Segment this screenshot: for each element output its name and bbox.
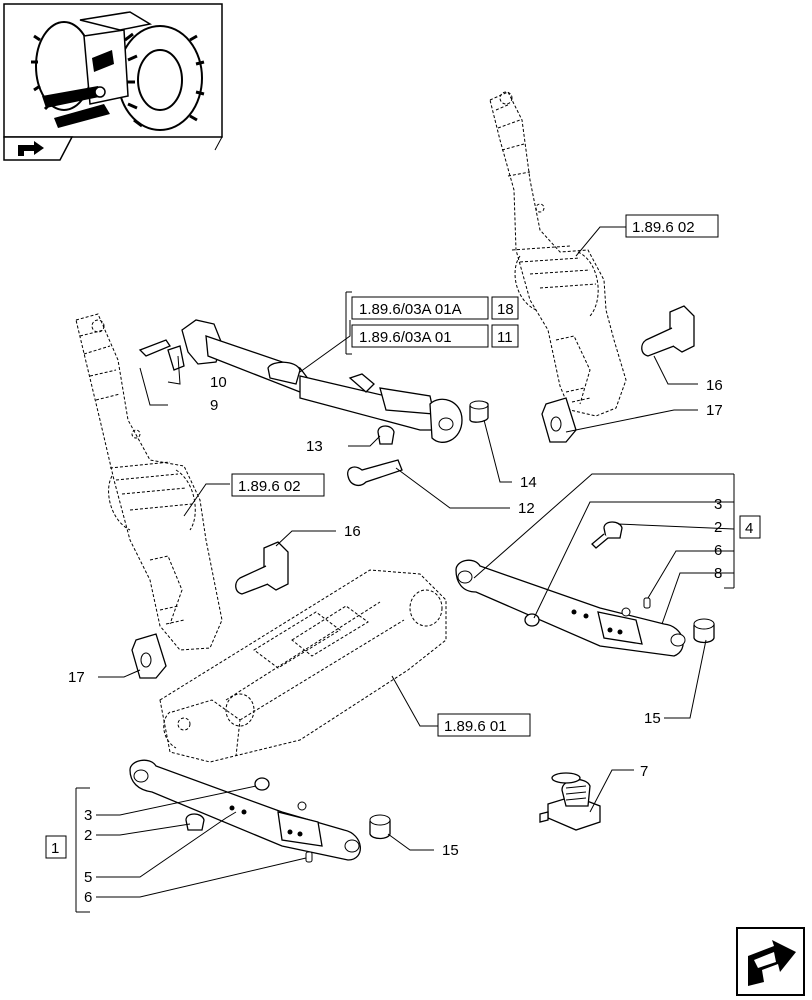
label-6-right: 6 xyxy=(714,542,722,559)
bolt-2-right xyxy=(591,521,623,549)
ref-group-4[interactable]: 4 xyxy=(739,515,761,539)
lift-rod-top-right xyxy=(489,91,627,417)
pin-16-left xyxy=(235,541,289,595)
bushing-15-right xyxy=(693,618,715,644)
label-10: 10 xyxy=(210,374,227,391)
spring-pin-7 xyxy=(539,772,601,831)
label-15-lower: 15 xyxy=(442,842,459,859)
svg-text:1.89.6 02: 1.89.6 02 xyxy=(238,478,301,495)
label-13: 13 xyxy=(306,438,323,455)
ref-1-89-6-01[interactable]: 1.89.6 01 xyxy=(437,713,531,737)
part-labels: 16 17 10 9 13 14 12 16 17 3 2 6 8 15 3 2… xyxy=(68,374,723,906)
label-16-top-right: 16 xyxy=(706,377,723,394)
label-15-right: 15 xyxy=(644,710,661,727)
ref-1-89-6-02-left[interactable]: 1.89.6 02 xyxy=(231,473,325,497)
next-page-arrow-icon xyxy=(748,940,796,986)
view-indicator xyxy=(3,136,74,161)
pin-6-lower xyxy=(305,851,313,863)
ref-1-89-6-02-top[interactable]: 1.89.6 02 xyxy=(625,214,719,238)
ref-1-89-6-03A-01[interactable]: 1.89.6/03A 01 xyxy=(351,324,489,348)
svg-text:1: 1 xyxy=(51,840,59,857)
ref-18[interactable]: 18 xyxy=(491,296,519,320)
nut-17-top-right xyxy=(541,397,577,443)
label-3-lower: 3 xyxy=(84,807,92,824)
ref-group-1[interactable]: 1 xyxy=(45,835,67,859)
label-2-right: 2 xyxy=(714,519,722,536)
view-arrow-icon xyxy=(18,141,44,156)
label-7: 7 xyxy=(640,763,648,780)
label-3-right: 3 xyxy=(714,496,722,513)
label-5-lower: 5 xyxy=(84,869,92,886)
ref-1-89-6-03A-01A[interactable]: 1.89.6/03A 01A xyxy=(351,296,489,320)
pin-16-top-right xyxy=(641,305,695,357)
label-17-top-right: 17 xyxy=(706,402,723,419)
svg-text:1.89.6 01: 1.89.6 01 xyxy=(444,718,507,735)
top-link-assembly xyxy=(138,319,463,443)
label-17-left: 17 xyxy=(68,669,85,686)
bushing-15-lower xyxy=(369,814,391,840)
next-page-button[interactable] xyxy=(736,927,805,996)
lower-arm-right xyxy=(455,559,686,657)
label-16-left: 16 xyxy=(344,523,361,540)
svg-text:1.89.6/03A 01: 1.89.6/03A 01 xyxy=(359,329,452,346)
bushing-3-right xyxy=(524,613,540,627)
label-9: 9 xyxy=(210,397,218,414)
label-2-lower: 2 xyxy=(84,827,92,844)
label-8-right: 8 xyxy=(714,565,722,582)
tractor-rear-hitch-thumbnail-icon xyxy=(31,11,205,131)
pin-6-right xyxy=(643,597,651,609)
rear-housing xyxy=(159,569,447,763)
bolt-2-lower xyxy=(185,813,205,831)
nut-17-left xyxy=(131,633,167,679)
label-6-lower: 6 xyxy=(84,889,92,906)
label-12: 12 xyxy=(518,500,535,517)
lift-rod-left xyxy=(75,313,223,651)
clip-13 xyxy=(377,425,395,445)
bushing-3-lower xyxy=(254,777,270,791)
svg-text:18: 18 xyxy=(497,301,514,318)
svg-text:11: 11 xyxy=(497,329,513,346)
label-14: 14 xyxy=(520,474,537,491)
svg-text:4: 4 xyxy=(745,520,753,537)
svg-text:1.89.6/03A 01A: 1.89.6/03A 01A xyxy=(359,301,462,318)
pin-12 xyxy=(347,459,403,487)
ref-11[interactable]: 11 xyxy=(491,324,519,348)
bushing-14 xyxy=(469,400,489,423)
svg-text:1.89.6 02: 1.89.6 02 xyxy=(632,219,695,236)
leader-lines xyxy=(75,226,735,913)
lower-arm-bottom xyxy=(129,759,361,861)
tractor-thumbnail[interactable] xyxy=(3,3,223,151)
